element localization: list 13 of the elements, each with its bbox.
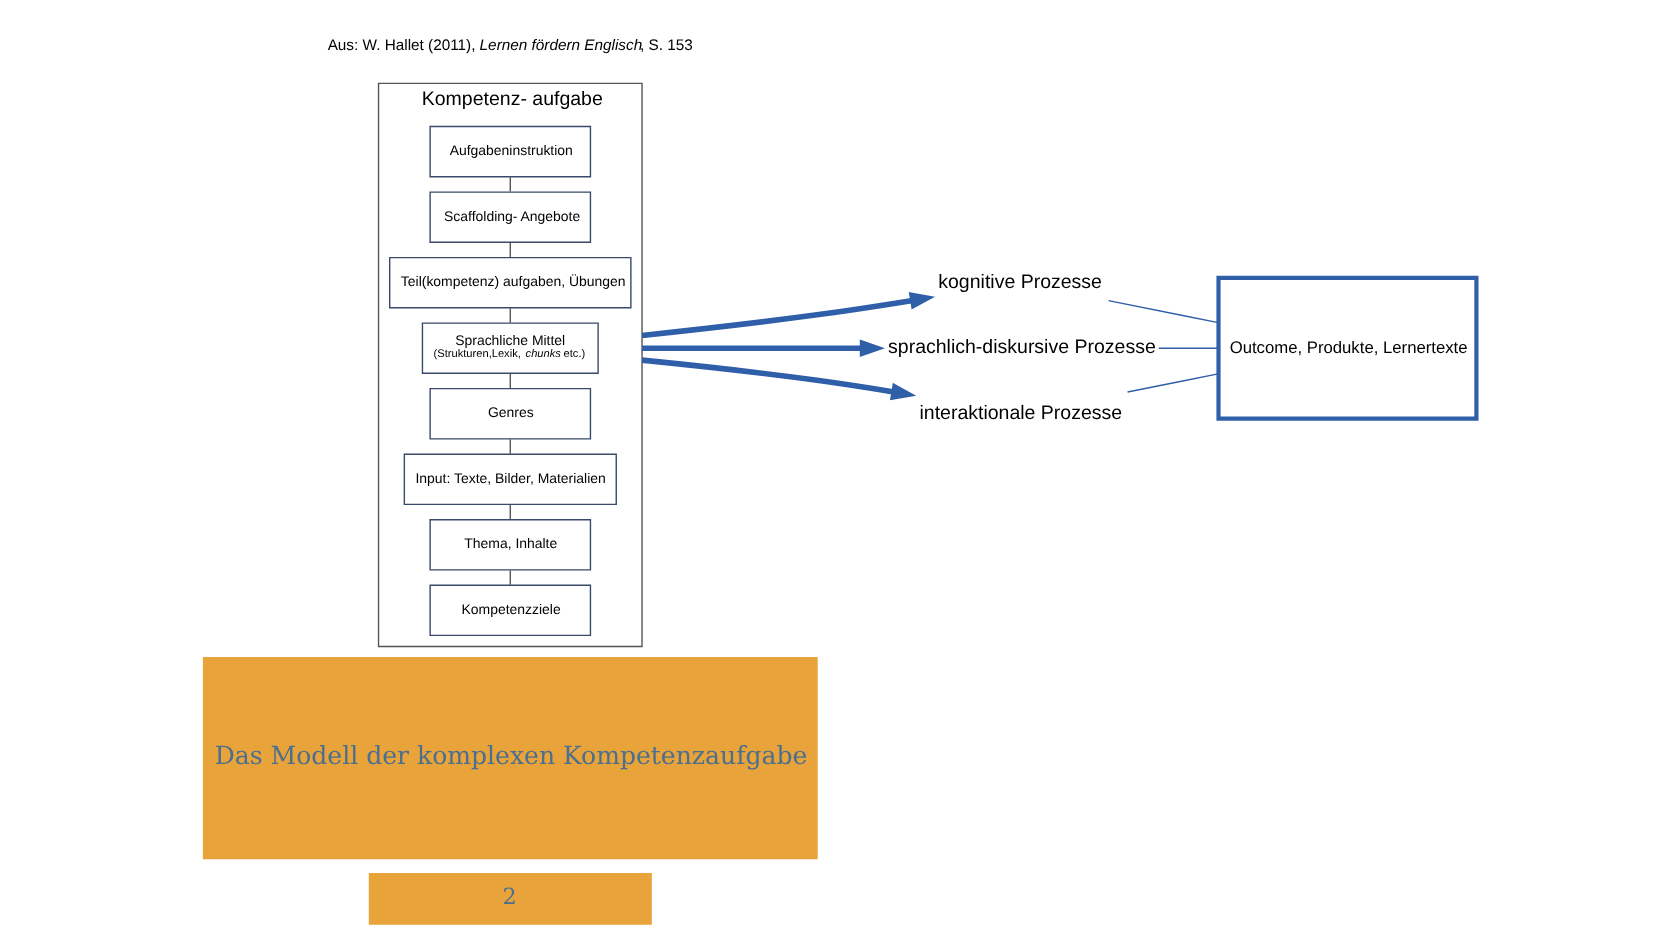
node-box: Das Modell der komplexen Kompetenzaufgabe xyxy=(202,657,818,860)
node-text: interaktionale Prozesse xyxy=(919,402,1123,425)
node-text: sprachlich-diskursive Prozesse xyxy=(888,337,1156,360)
node-box: Outcome, Produkte, Lernertexte xyxy=(1216,275,1479,421)
connector xyxy=(1126,373,1219,393)
arrow xyxy=(641,292,936,339)
node-text: kognitive Prozesse xyxy=(938,271,1102,294)
arrow xyxy=(641,357,917,401)
arrow xyxy=(642,339,885,358)
node-box: 2 xyxy=(368,873,652,925)
connector xyxy=(1158,347,1220,349)
connector xyxy=(1107,299,1219,324)
label: Aus: W. Hallet (2011), Lernen fördern Englisch, S. 153 xyxy=(327,35,693,54)
